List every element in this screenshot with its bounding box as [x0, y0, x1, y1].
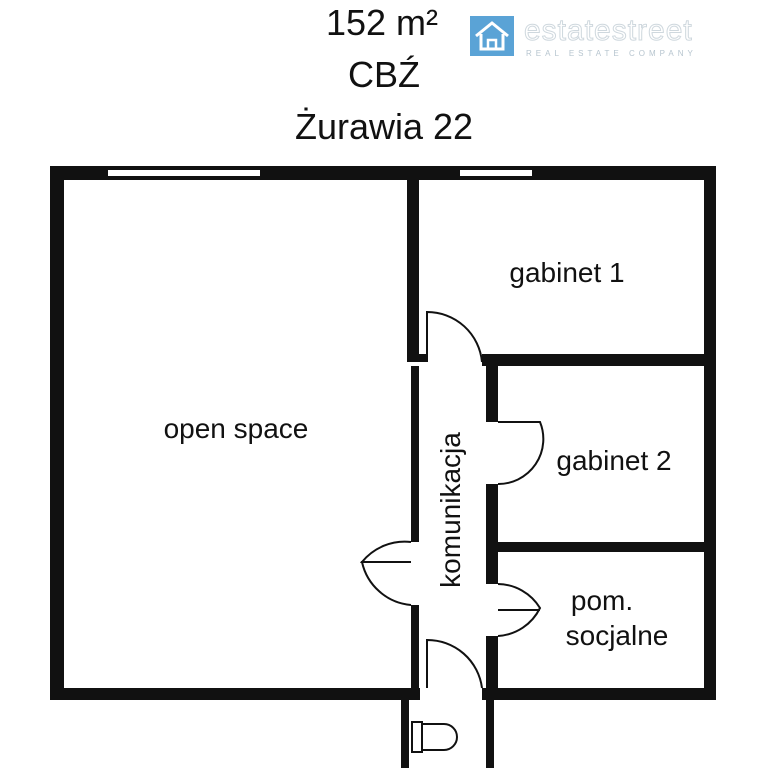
outer-wall-bottom-left	[50, 688, 420, 700]
wall-gabinet-2-bottom	[498, 542, 704, 552]
label-komunikacja: komunikacja	[435, 432, 466, 588]
wall-open-space-right-mid	[411, 366, 419, 542]
logo-name: estatestreet	[524, 14, 693, 48]
label-pom-line2: socjalne	[566, 620, 669, 651]
wall-wc-left	[401, 700, 409, 768]
address-title: Żurawia 22	[294, 106, 474, 147]
window-open-space	[108, 170, 260, 176]
wall-open-space-right	[407, 180, 419, 360]
door-open-space	[359, 540, 412, 606]
door-gabinet-1	[426, 310, 483, 363]
house-logo-icon	[470, 16, 514, 56]
label-gabinet-1: gabinet 1	[509, 257, 624, 288]
outer-wall-top	[50, 166, 716, 180]
wall-corridor-right-mid	[486, 484, 498, 584]
door-gabinet-2	[497, 421, 545, 486]
wall-gabinet-1-bottom	[482, 354, 704, 366]
outer-wall-left	[50, 166, 64, 700]
window-gabinet-1	[460, 170, 532, 176]
wall-corridor-right-low	[486, 636, 498, 688]
wall-wc-right	[486, 700, 494, 768]
outer-wall-bottom-right	[482, 688, 716, 700]
label-gabinet-2: gabinet 2	[556, 445, 671, 476]
outer-wall-right	[704, 166, 716, 700]
wall-gabinet-1-bottom-left	[407, 354, 427, 362]
toilet-icon	[411, 721, 458, 753]
company-logo: estatestreet REAL ESTATE COMPANY	[470, 14, 760, 62]
location-title: CBŹ	[348, 54, 420, 95]
label-open-space: open space	[164, 413, 309, 444]
label-pom-line1: pom.	[571, 585, 633, 616]
logo-tagline: REAL ESTATE COMPANY	[526, 49, 697, 58]
wall-open-space-right-low	[411, 605, 419, 688]
wall-corridor-right-top	[486, 366, 498, 422]
area-title: 152 m²	[325, 2, 439, 43]
door-pom-socjalne	[497, 583, 542, 637]
door-wc	[426, 638, 483, 689]
